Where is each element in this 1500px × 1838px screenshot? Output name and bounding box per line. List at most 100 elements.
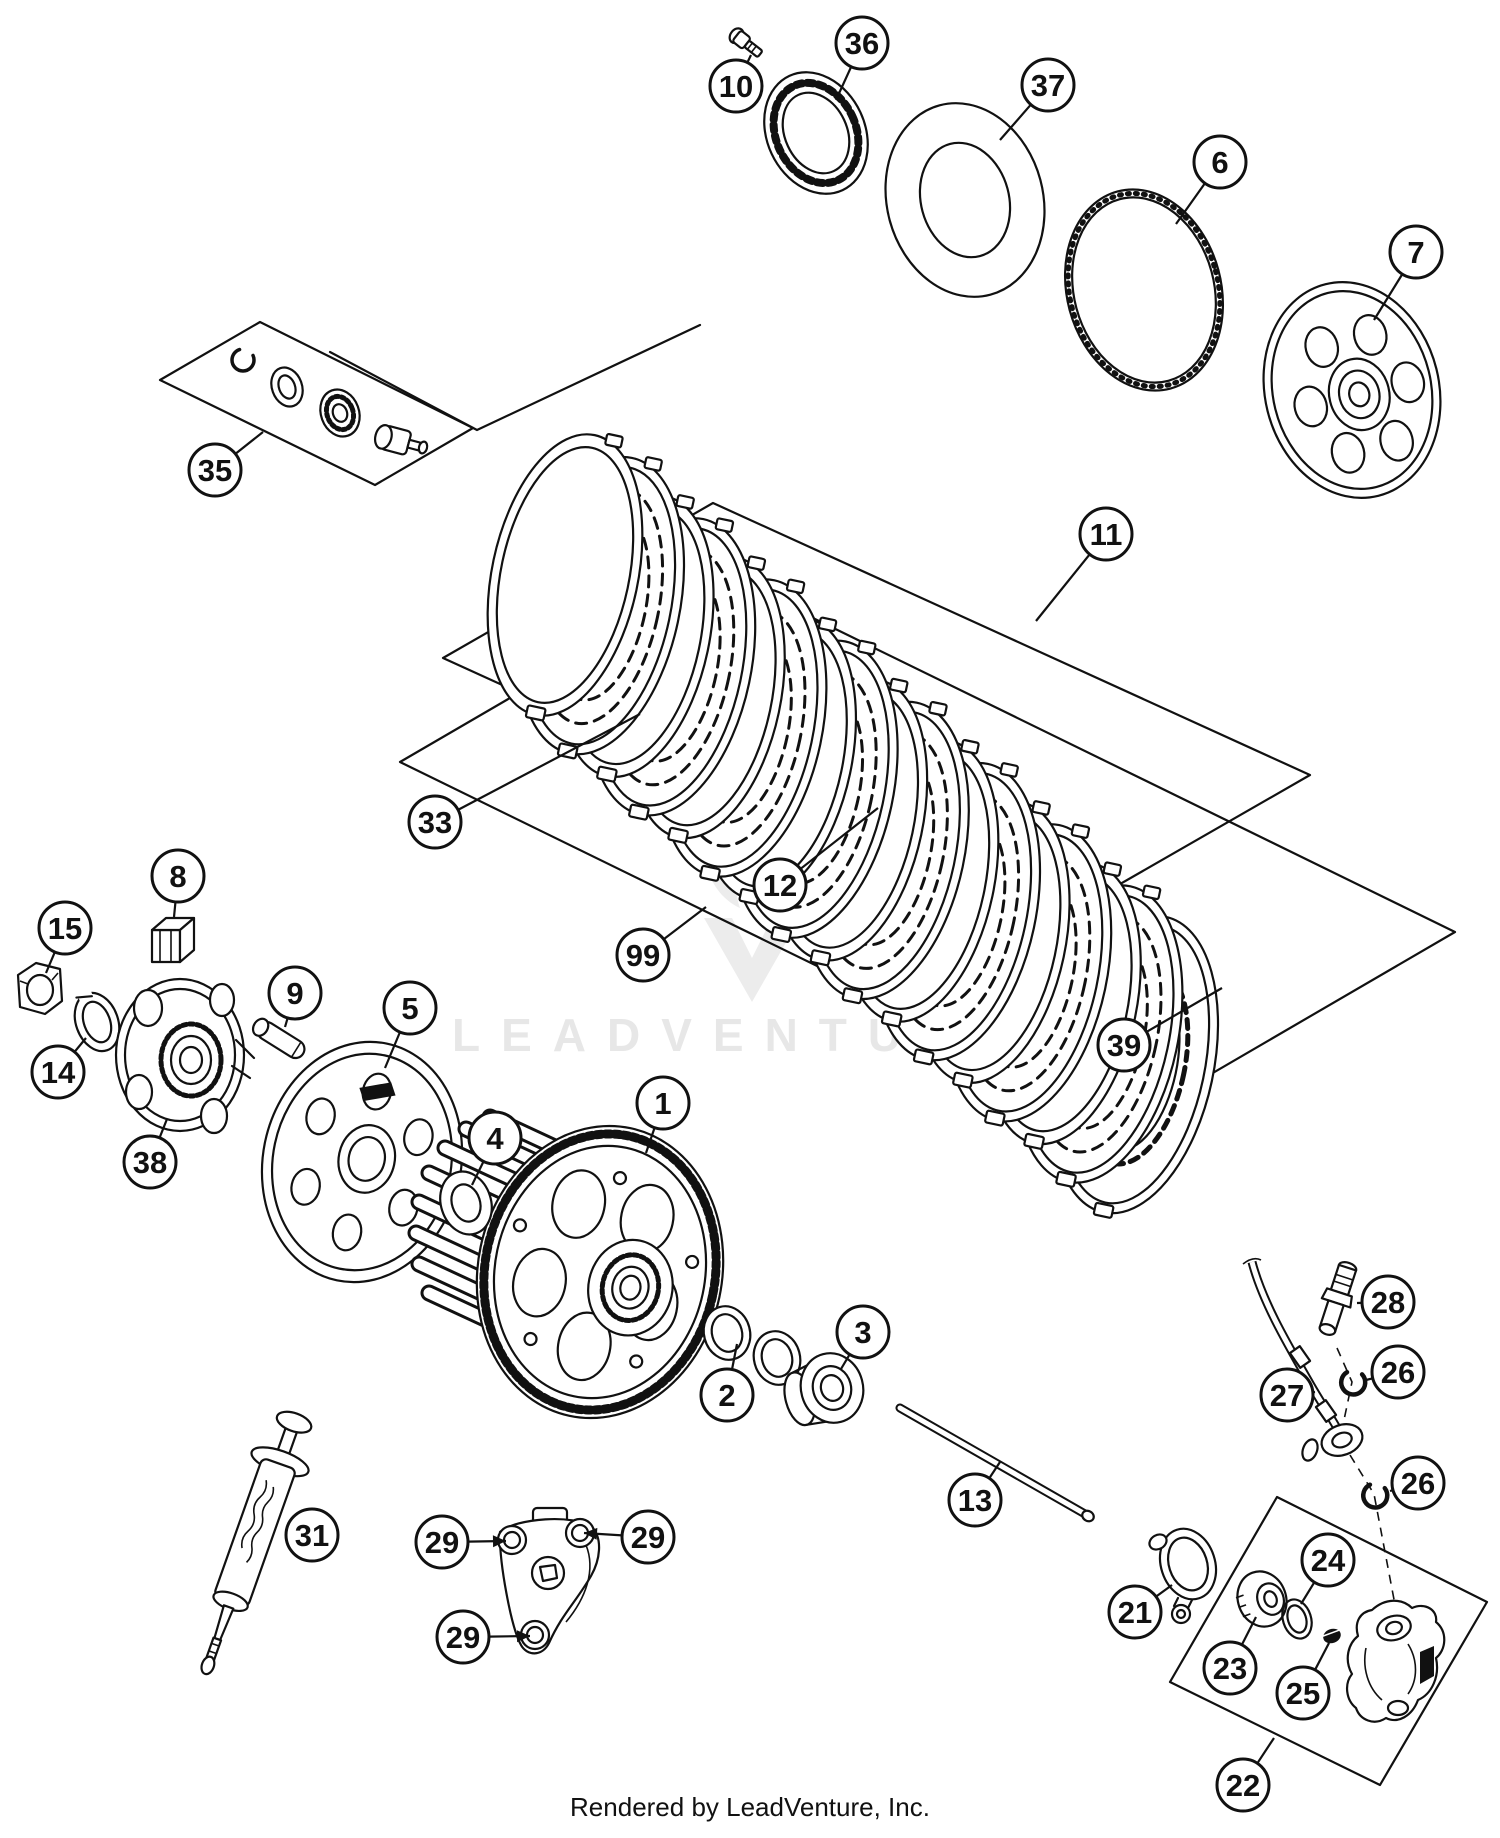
callout-28[interactable]: 28 (1356, 1274, 1416, 1330)
callout-13[interactable]: 13 (947, 1461, 1003, 1528)
callout-balloon-13[interactable] (947, 1472, 1003, 1528)
callout-29[interactable]: 29 (414, 1514, 507, 1570)
callout-balloon-9[interactable] (267, 965, 323, 1021)
callout-26[interactable]: 26 (1365, 1344, 1426, 1400)
clutch-basket-part-1 (407, 1108, 725, 1420)
callout-balloon-2[interactable] (699, 1367, 755, 1423)
callout-number-25: 25 (1286, 1676, 1320, 1711)
bolt-part-10 (728, 27, 763, 58)
callout-balloon-3[interactable] (835, 1304, 891, 1360)
callout-14[interactable]: 14 (30, 1037, 87, 1100)
callout-balloon-37[interactable] (1020, 57, 1076, 113)
callout-balloon-36[interactable] (834, 15, 890, 71)
callout-8[interactable]: 8 (150, 848, 206, 918)
callout-2[interactable]: 2 (699, 1343, 755, 1423)
callout-number-22: 22 (1226, 1768, 1260, 1803)
callout-balloon-10[interactable] (708, 58, 764, 114)
callout-balloon-25[interactable] (1275, 1665, 1331, 1721)
callout-balloon-12[interactable] (752, 857, 808, 913)
callout-balloon-21[interactable] (1107, 1584, 1163, 1640)
callout-99[interactable]: 99 (615, 906, 707, 983)
snap-clip-part-26-lower (1361, 1482, 1390, 1510)
callout-balloon-99[interactable] (615, 927, 671, 983)
callout-balloon-29[interactable] (620, 1509, 676, 1565)
callout-balloon-31[interactable] (284, 1507, 340, 1563)
callout-number-13: 13 (958, 1483, 992, 1518)
callout-27[interactable]: 27 (1259, 1367, 1316, 1423)
kit-panel-22 (1168, 1495, 1489, 1787)
callout-balloon-29[interactable] (435, 1609, 491, 1665)
callout-6[interactable]: 6 (1175, 134, 1248, 225)
snap-clip-part-26-upper (1339, 1369, 1368, 1397)
callout-balloon-27[interactable] (1259, 1367, 1315, 1423)
callout-10[interactable]: 10 (708, 54, 764, 114)
callout-1[interactable]: 1 (635, 1075, 691, 1154)
callout-balloon-26[interactable] (1370, 1344, 1426, 1400)
callout-35[interactable]: 35 (187, 431, 264, 498)
hub-nut-part-15 (16, 961, 64, 1016)
callout-31[interactable]: 31 (284, 1507, 340, 1563)
callout-4[interactable]: 4 (467, 1110, 523, 1186)
callout-29[interactable]: 29 (435, 1609, 531, 1665)
callout-balloon-26[interactable] (1390, 1455, 1446, 1511)
callout-balloon-29[interactable] (414, 1514, 470, 1570)
callout-36[interactable]: 36 (834, 15, 890, 101)
callout-22[interactable]: 22 (1215, 1737, 1275, 1813)
callout-balloon-15[interactable] (37, 900, 93, 956)
callout-15[interactable]: 15 (37, 900, 93, 974)
callout-balloon-8[interactable] (150, 848, 206, 904)
callout-38[interactable]: 38 (122, 1118, 178, 1190)
callout-12[interactable]: 12 (752, 807, 879, 913)
callout-balloon-35[interactable] (187, 442, 243, 498)
callout-number-10: 10 (719, 69, 753, 104)
callout-leader-22 (1256, 1737, 1275, 1764)
callout-7[interactable]: 7 (1373, 224, 1444, 321)
callout-balloon-1[interactable] (635, 1075, 691, 1131)
callout-leader-33 (457, 713, 641, 811)
callout-balloon-23[interactable] (1202, 1640, 1258, 1696)
callout-39[interactable]: 39 (1096, 987, 1223, 1073)
ring-part-6 (1063, 188, 1225, 392)
callout-balloon-4[interactable] (467, 1110, 523, 1166)
callout-balloon-14[interactable] (30, 1044, 86, 1100)
callout-balloon-28[interactable] (1360, 1274, 1416, 1330)
callout-26[interactable]: 26 (1389, 1455, 1446, 1511)
callout-balloon-24[interactable] (1300, 1532, 1356, 1588)
callout-balloon-39[interactable] (1096, 1017, 1152, 1073)
bleeder-fitting-part-28 (1318, 1261, 1358, 1336)
callout-balloon-6[interactable] (1192, 134, 1248, 190)
bearing-kit-part-35 (230, 347, 429, 456)
washer-part-4 (439, 1170, 493, 1236)
callout-25[interactable]: 25 (1275, 1642, 1331, 1721)
callout-29[interactable]: 29 (583, 1509, 676, 1565)
callout-33[interactable]: 33 (407, 713, 641, 850)
callout-5[interactable]: 5 (382, 980, 438, 1069)
callout-leader-24 (1300, 1581, 1316, 1605)
callout-number-3: 3 (854, 1315, 871, 1350)
callout-23[interactable]: 23 (1202, 1616, 1258, 1696)
sleeve-part-3 (783, 1352, 865, 1427)
callout-21[interactable]: 21 (1107, 1584, 1173, 1640)
callout-balloon-7[interactable] (1388, 224, 1444, 280)
callout-balloon-5[interactable] (382, 980, 438, 1036)
bushings-part-2 (702, 1305, 802, 1386)
callout-balloon-11[interactable] (1078, 506, 1134, 562)
callout-balloon-33[interactable] (407, 794, 463, 850)
callout-number-31: 31 (295, 1518, 329, 1553)
callout-11[interactable]: 11 (1035, 506, 1134, 622)
banjo-fitting (1301, 1423, 1364, 1462)
callout-24[interactable]: 24 (1300, 1532, 1356, 1605)
callout-number-6: 6 (1211, 145, 1228, 180)
callout-leader-23 (1240, 1616, 1257, 1646)
callout-3[interactable]: 3 (835, 1304, 891, 1370)
callout-number-15: 15 (48, 911, 82, 946)
callout-number-29: 29 (631, 1520, 665, 1555)
callout-number-29: 29 (446, 1620, 480, 1655)
callout-balloon-22[interactable] (1215, 1757, 1271, 1813)
callout-leader-3 (840, 1353, 851, 1370)
callout-37[interactable]: 37 (999, 57, 1076, 141)
callout-number-29: 29 (425, 1525, 459, 1560)
callout-9[interactable]: 9 (267, 965, 323, 1028)
callout-balloon-38[interactable] (122, 1134, 178, 1190)
